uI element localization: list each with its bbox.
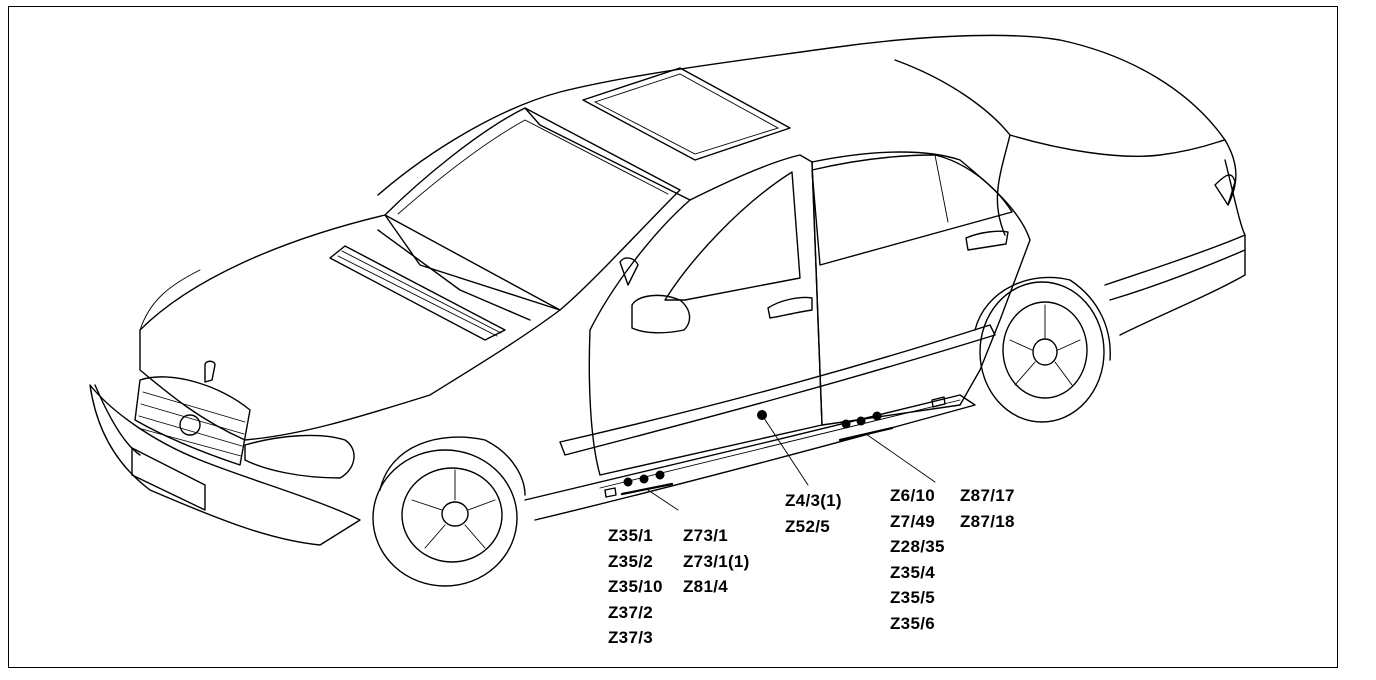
headlight [244, 434, 355, 479]
label-z35-2: Z35/2 [608, 551, 653, 571]
front-door [588, 154, 823, 476]
side-molding [559, 324, 996, 456]
rear-door-window [811, 154, 1013, 266]
leader-line-z4 [761, 414, 809, 486]
side-mirror [631, 294, 691, 334]
label-z73-1: Z73/1 [683, 526, 728, 545]
grille-star [179, 414, 201, 436]
connector-markers [604, 396, 946, 498]
rear-door-handle [965, 230, 1009, 251]
windshield [384, 107, 681, 311]
roof-outline [377, 34, 1237, 206]
hood-vent [329, 245, 506, 341]
label-group-z73: Z73/1 Z73/1(1) Z81/4 [683, 523, 750, 600]
rocker-panel [524, 394, 976, 521]
label-z52-5: Z52/5 [785, 516, 830, 536]
label-z35-5: Z35/5 [890, 588, 935, 607]
front-door-window [664, 171, 801, 301]
label-z37-2: Z37/2 [608, 602, 653, 622]
rear-wheel [979, 281, 1105, 423]
label-z87-18: Z87/18 [960, 511, 1015, 531]
label-z28-35: Z28/35 [890, 537, 945, 556]
label-z35-10: Z35/10 [608, 577, 663, 596]
front-grille [134, 376, 251, 466]
label-z7-49: Z7/49 [890, 511, 935, 531]
front-wheel [372, 449, 518, 587]
sunroof [582, 67, 791, 161]
label-z35-1: Z35/1 [608, 526, 653, 545]
rear-bumper [1104, 234, 1246, 336]
label-group-z6: Z6/10 Z7/49 Z28/35 Z35/4 Z35/5 Z35/6 [890, 483, 945, 636]
label-z87-17: Z87/17 [960, 486, 1015, 505]
hood-emblem [204, 360, 216, 383]
label-z81-4: Z81/4 [683, 577, 728, 596]
diagram-frame [8, 6, 1338, 668]
front-bumper [89, 384, 361, 546]
label-z35-6: Z35/6 [890, 613, 935, 633]
leader-bracket-z35 [620, 482, 674, 496]
label-z35-4: Z35/4 [890, 562, 935, 582]
label-group-z87: Z87/17 Z87/18 [960, 483, 1015, 534]
label-group-z35: Z35/1 Z35/2 Z35/10 Z37/2 Z37/3 [608, 523, 663, 651]
front-door-handle [767, 296, 813, 319]
rear-door [811, 151, 1031, 426]
license-plate [131, 447, 206, 511]
label-z6-10: Z6/10 [890, 486, 935, 505]
label-group-z4: Z4/3(1) Z52/5 [785, 488, 842, 539]
label-z73-1-1: Z73/1(1) [683, 551, 750, 571]
hood [139, 214, 561, 441]
trunk-lid [894, 59, 1226, 157]
label-z4-3-1: Z4/3(1) [785, 491, 842, 510]
label-z37-3: Z37/3 [608, 628, 653, 647]
